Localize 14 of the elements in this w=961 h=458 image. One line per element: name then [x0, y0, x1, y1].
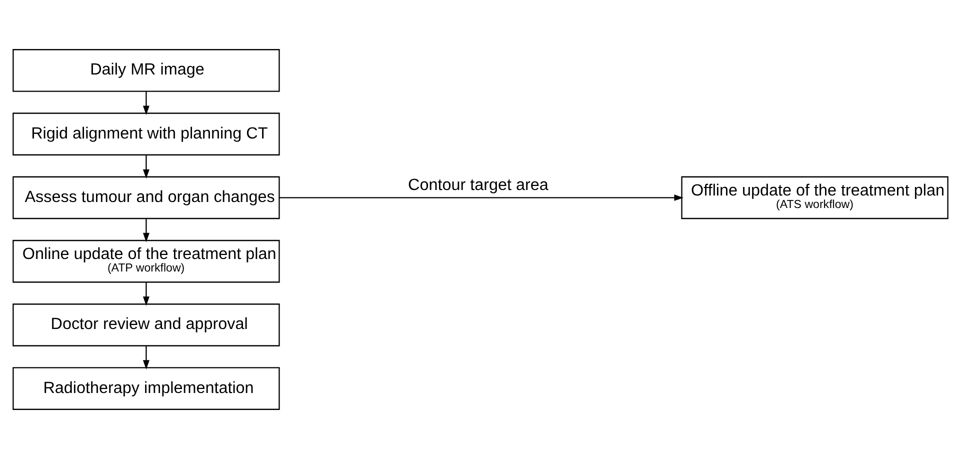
- node-box: Rigid alignment with planning CT: [12, 112, 280, 155]
- arrow: [142, 154, 150, 178]
- arrow: [142, 345, 150, 369]
- arrow: [142, 282, 150, 306]
- arrow: [142, 90, 150, 114]
- node-box: Daily MR image: [12, 48, 280, 92]
- node-box: Radiotherapy implementation: [12, 366, 280, 410]
- node-box: Offline update of the treatment plan (ATS workflow): [681, 176, 948, 219]
- arrow: [280, 194, 684, 200]
- edge-label: Contour target area: [408, 175, 548, 194]
- arrow: [142, 218, 150, 242]
- node-box: Online update of the treatment plan (ATP workflow): [12, 239, 280, 282]
- node-box: Doctor review and approval: [12, 303, 280, 346]
- node-box: Assess tumour and organ changes: [12, 176, 280, 219]
